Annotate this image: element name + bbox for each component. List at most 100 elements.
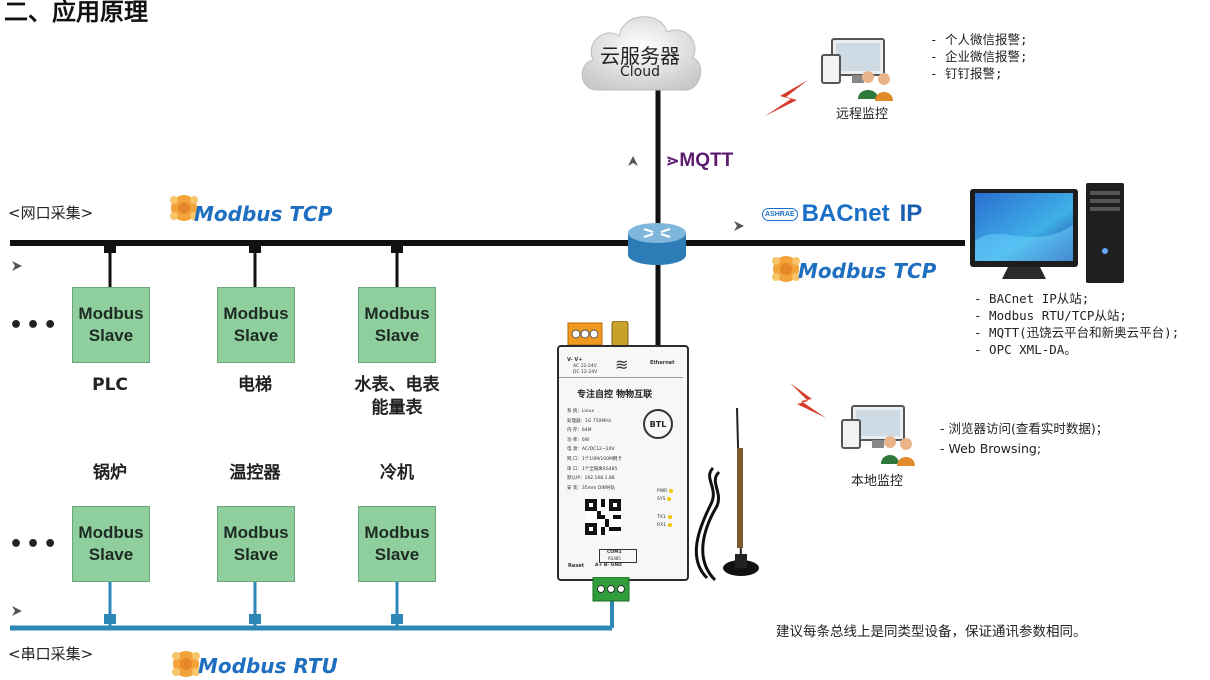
spec-item: 安 装：35mm DIN导轨 (567, 485, 616, 491)
spec-list: 系 统：Linux 处理器：1G 750MHz 内 存：64M 功 率：6W 电… (567, 407, 622, 493)
qr-code-icon (585, 499, 621, 535)
mqtt-wave-icon: ⋗ (666, 153, 680, 170)
arrow-icons (12, 156, 744, 616)
bacnet-suffix: IP (899, 200, 923, 227)
cloud-subtitle: Cloud (620, 64, 660, 80)
power-ac-label: AC 12-24V (573, 364, 597, 369)
terminal-block-icon (567, 321, 629, 347)
cloud-icon (581, 16, 702, 91)
slave-line2: Slave (88, 326, 134, 345)
modbus-slave-chiller: Modbus Slave (358, 506, 436, 582)
modbus-rtu-label: Modbus RTU (198, 654, 338, 678)
spec-item: 内 存：64M (567, 428, 592, 434)
wifi-icon: ≋ (615, 355, 629, 374)
led-icon (669, 489, 674, 493)
mqtt-logo: ⋗MQTT (666, 150, 733, 172)
remote-alert-list: - 个人微信报警; - 企业微信报警; - 钉钉报警; (930, 31, 1028, 82)
modbus-slave-meter: Modbus Slave (358, 287, 436, 363)
ashrae-badge: ASHRAE (762, 207, 798, 221)
spec-item: 处理器：1G 750MHz (567, 418, 611, 424)
local-access-item: - Web Browsing; (940, 441, 1042, 456)
slave-line2: Slave (88, 545, 134, 564)
led-label: RX1 (657, 522, 667, 528)
led-icon (667, 497, 672, 501)
slave-line1: Modbus (223, 304, 289, 323)
serial-collect-label: <串口采集> (8, 645, 94, 663)
gateway-slogan: 专注自控 物物互联 (577, 390, 653, 400)
remote-monitor-label: 远程监控 (836, 107, 889, 122)
led-icon (667, 515, 672, 519)
bus-note: 建议每条总线上是同类型设备，保证通讯参数相同。 (776, 624, 1087, 640)
terminal-block-icon (592, 577, 630, 602)
led-icon (668, 523, 673, 527)
led-label: SYS (657, 496, 666, 502)
led-label: TX1 (657, 514, 666, 520)
spec-item: 网 口：1个10M/100M网卡 (567, 456, 622, 462)
power-label: V- V+ (567, 357, 583, 363)
modbus-tcp-label-right: Modbus TCP (798, 259, 937, 283)
cloud-title: 云服务器 (600, 44, 680, 68)
local-access-list: - 浏览器访问(查看实时数据)； - Web Browsing; (940, 419, 1108, 459)
router-icon (628, 223, 686, 265)
com-box (599, 549, 637, 563)
more-devices-dots-bottom: ••• (9, 532, 61, 557)
modbus-slave-plc: Modbus Slave (72, 287, 150, 363)
pc-feature-item: - MQTT(迅饶云平台和新奥云平台); (974, 325, 1180, 340)
net-collect-label: <网口采集> (8, 204, 94, 222)
alert-item: - 企业微信报警; (930, 49, 1028, 64)
lightning-icon (765, 80, 826, 418)
section-title: 二、应用原理 (4, 0, 148, 26)
slave-line1: Modbus (364, 523, 430, 542)
spec-item: 功 率：6W (567, 437, 590, 443)
modbus-slave-elevator: Modbus Slave (217, 287, 295, 363)
reset-label: Reset (568, 563, 584, 569)
modbus-slave-thermostat: Modbus Slave (217, 506, 295, 582)
device-label-plc: PLC (92, 375, 128, 395)
spec-item: 系 统：Linux (567, 409, 595, 414)
alert-item: - 个人微信报警; (930, 32, 1028, 47)
alert-item: - 钉钉报警; (930, 66, 1003, 81)
mqtt-label: MQTT (679, 150, 734, 171)
spec-item: 默认IP：192.168.1.88 (567, 476, 615, 482)
pc-feature-item: - Modbus RTU/TCP从站; (974, 308, 1127, 323)
slave-line2: Slave (374, 326, 420, 345)
slave-line1: Modbus (78, 304, 144, 323)
pc-feature-list: - BACnet IP从站; - Modbus RTU/TCP从站; - MQT… (974, 290, 1179, 358)
bacnet-name: BACnet (801, 200, 890, 227)
slave-line2: Slave (374, 545, 420, 564)
modbus-logo-icon (772, 256, 800, 282)
led-panel: PWR SYS TX1 RX1 (657, 487, 674, 529)
device-label-boiler: 锅炉 (93, 463, 127, 483)
panel-divider (559, 377, 683, 378)
bacnet-logo: ASHRAE BACnet IP (762, 200, 922, 228)
spec-item: 电 源：AC/DC12~24V (567, 447, 615, 453)
power-dc-label: DC 12-24V (573, 370, 598, 375)
monitor-people-icon (821, 38, 893, 101)
slave-line1: Modbus (223, 523, 289, 542)
led-label: PWR (657, 488, 668, 494)
slave-line1: Modbus (78, 523, 144, 542)
slave-line1: Modbus (364, 304, 430, 323)
spec-item: 串 口：1个全隔离RS485 (567, 466, 618, 472)
slave-line2: Slave (233, 326, 279, 345)
device-label-elevator: 电梯 (238, 375, 272, 395)
modbus-slave-boiler: Modbus Slave (72, 506, 150, 582)
btl-logo: BTL (643, 409, 673, 439)
rs485-label: RS485 (608, 556, 621, 561)
gateway-device: V- V+ AC 12-24V DC 12-24V ≋ Ethernet 专注自… (557, 345, 689, 581)
ethernet-label: Ethernet (650, 360, 675, 366)
more-devices-dots-top: ••• (9, 313, 61, 338)
btl-text: BTL (649, 419, 667, 429)
modbus-logo-icon (170, 195, 198, 221)
modbus-logo-icon (172, 651, 200, 677)
monitor-people-icon (841, 405, 915, 466)
antenna-icon (694, 408, 759, 582)
local-monitor-label: 本地监控 (851, 474, 904, 489)
pins-label: A+ B- GND (595, 563, 622, 568)
pc-feature-item: - BACnet IP从站; (974, 291, 1090, 306)
com-label: COM1 (607, 550, 622, 555)
slave-line2: Slave (233, 545, 279, 564)
modbus-tcp-label-top: Modbus TCP (194, 202, 333, 226)
local-access-item: - 浏览器访问(查看实时数据)； (940, 421, 1109, 436)
